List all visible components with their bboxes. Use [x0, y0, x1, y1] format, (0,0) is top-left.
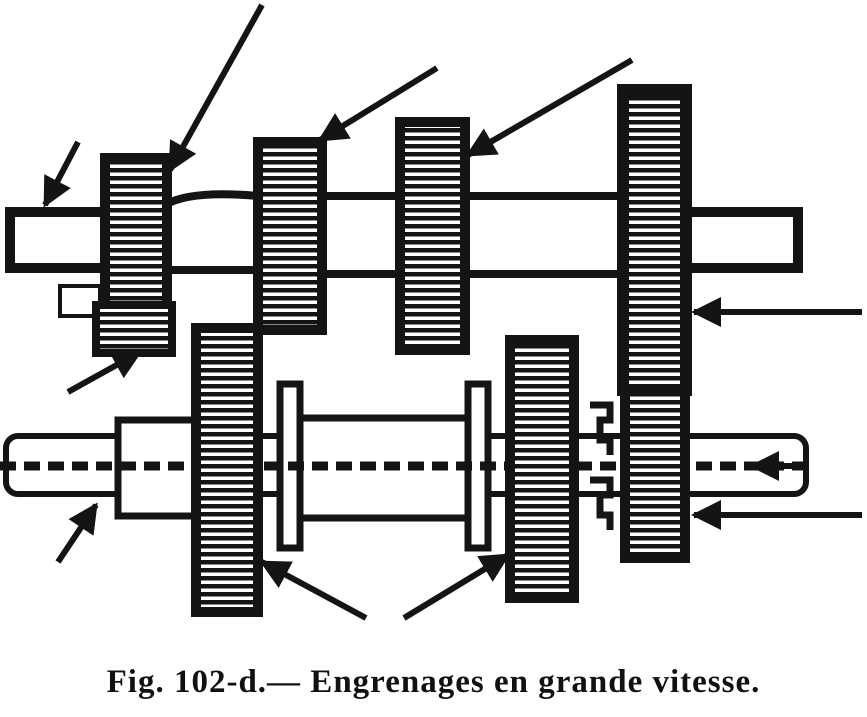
- figure-caption: Fig. 102-d.— Engrenages en grande vitess…: [106, 664, 761, 700]
- arrow-upper-left: [42, 140, 81, 208]
- upper-shaft-neck-3: [461, 192, 627, 278]
- arrows: [42, 3, 862, 621]
- upper-shaft-neck-2: [318, 192, 404, 278]
- arrow-gear2-top: [317, 65, 439, 143]
- upper-gear-3: [395, 117, 470, 355]
- lower-gear-1: [191, 323, 263, 617]
- upper-gear-2: [253, 137, 327, 335]
- arrow-lower-gear2: [402, 552, 511, 621]
- dog-clutch-teeth: [590, 401, 614, 530]
- upper-gear-1: [92, 153, 176, 357]
- upper-gear-4-large: [617, 84, 692, 396]
- upper-shaft-right-end: [681, 207, 803, 273]
- gearbox-diagram: [0, 3, 862, 621]
- arrow-lower-gear1: [259, 559, 368, 621]
- lower-gear-2: [505, 335, 579, 603]
- arrow-lower-left: [55, 502, 99, 564]
- upper-shaft-body: [5, 207, 110, 273]
- upper-shaft-neck-1: [161, 190, 262, 274]
- arrow-gear1-bottom: [66, 349, 143, 395]
- arrow-gear3-top: [465, 57, 634, 158]
- arrow-gear1-top: [167, 3, 265, 173]
- lower-gear-3: [620, 385, 690, 563]
